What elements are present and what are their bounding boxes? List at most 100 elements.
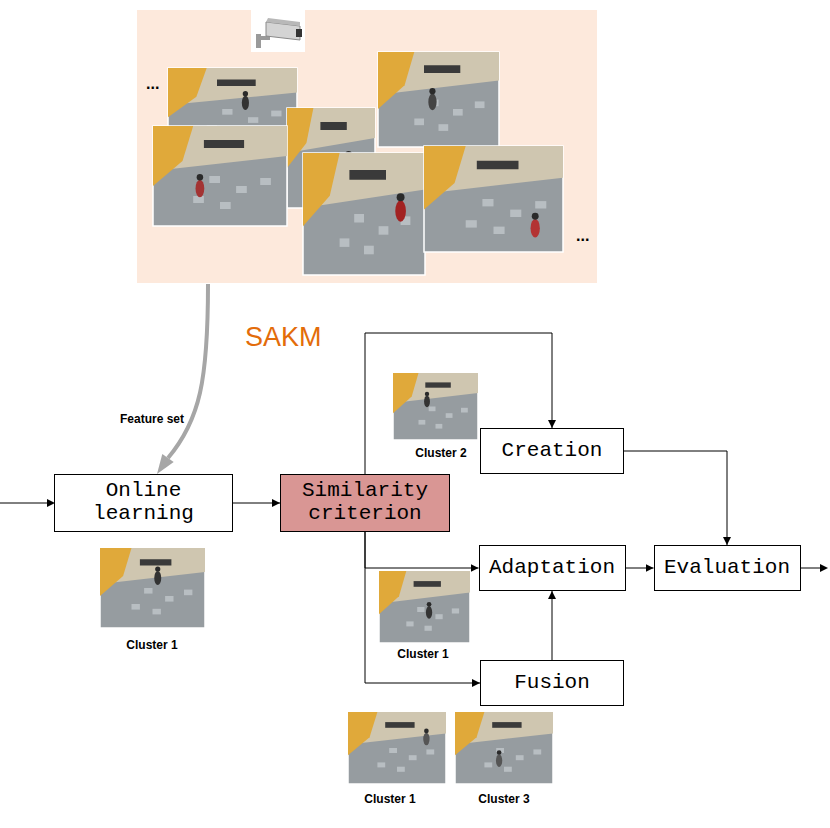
frame-wall — [378, 52, 499, 95]
frame-floor — [100, 548, 205, 628]
frame-desk — [424, 65, 460, 73]
process-box: Adaptation — [479, 545, 626, 591]
process-box: Online learning — [54, 474, 233, 532]
floor-tile — [207, 125, 217, 131]
floor-tile — [494, 227, 505, 234]
floor-tile — [236, 186, 247, 193]
floor-tile — [184, 590, 192, 596]
region-title: SAKM — [245, 323, 322, 353]
frame-wall — [393, 373, 419, 413]
frame-wall — [378, 52, 414, 109]
frame-wall — [424, 146, 466, 210]
frame-wall — [455, 712, 553, 744]
frame-desk — [425, 382, 451, 387]
person — [424, 396, 430, 408]
frame-floor — [378, 52, 499, 147]
frame-floor — [303, 153, 425, 275]
person — [426, 606, 432, 619]
floor-tile — [379, 226, 389, 235]
node-label: Evaluation — [664, 557, 790, 580]
frame-desk — [492, 722, 521, 728]
floor-tile — [401, 216, 411, 225]
floor-tile — [429, 407, 436, 412]
process-box: Fusion — [480, 660, 624, 706]
camera-icon — [251, 10, 305, 52]
camera-frame — [168, 68, 297, 150]
person — [155, 566, 160, 571]
frame-wall — [348, 712, 377, 755]
frame-floor — [455, 712, 553, 784]
person — [395, 200, 406, 221]
frame-wall — [100, 548, 205, 584]
source-panel — [137, 10, 597, 283]
frame-floor — [379, 571, 470, 643]
text-label: Cluster 1 — [364, 792, 415, 806]
floor-tile — [419, 420, 426, 425]
floor-tile — [439, 124, 449, 131]
floor-tile — [377, 762, 385, 767]
text-label: Feature set — [118, 412, 186, 426]
flow-arrow — [552, 591, 553, 660]
floor-tile — [417, 607, 424, 612]
person — [345, 151, 352, 158]
frame-wall — [379, 571, 406, 614]
floor-tile — [132, 604, 140, 610]
floor-tile — [340, 238, 350, 247]
camera-frame — [303, 153, 425, 275]
frame-desk — [349, 170, 386, 180]
frame-desk — [320, 122, 346, 130]
floor-tile — [466, 220, 477, 227]
floor-tile — [446, 413, 453, 418]
person — [425, 392, 429, 396]
text-label: Cluster 1 — [397, 647, 448, 661]
flow-arrow — [624, 451, 727, 545]
floor-tile — [409, 755, 417, 760]
frame-wall — [424, 146, 563, 194]
feature-arrowhead — [157, 454, 174, 474]
frame-wall — [348, 712, 446, 744]
floor-tile — [436, 424, 443, 429]
floor-tile — [406, 621, 413, 626]
frame-wall — [153, 126, 193, 186]
frame-wall — [168, 68, 297, 105]
camera-frame — [287, 108, 375, 208]
frame-desk — [204, 140, 244, 148]
person — [196, 180, 205, 198]
floor-tile — [354, 214, 364, 223]
floor-tile — [482, 199, 493, 206]
floor-tile — [313, 178, 320, 185]
floor-tile — [144, 588, 152, 594]
floor-tile — [222, 109, 232, 115]
person — [429, 88, 435, 94]
floor-tile — [397, 767, 405, 772]
frame-wall — [455, 712, 484, 755]
camera-frame — [393, 373, 478, 440]
floor-tile — [453, 109, 463, 116]
frame-wall — [100, 548, 132, 596]
person — [423, 733, 429, 746]
floor-tile — [271, 111, 281, 117]
frame-wall — [379, 571, 470, 603]
floor-tile — [516, 755, 524, 760]
floor-tile — [193, 196, 204, 203]
floor-tile — [429, 100, 439, 107]
floor-tile — [496, 748, 504, 753]
floor-tile — [461, 408, 468, 413]
node-label: Creation — [502, 440, 603, 463]
floor-tile — [452, 608, 459, 613]
frame-floor — [393, 373, 478, 440]
process-box: Similarity criterion — [280, 474, 450, 532]
floor-tile — [475, 101, 485, 108]
floor-tile — [220, 202, 231, 209]
floor-tile — [248, 117, 258, 123]
frame-wall — [303, 153, 425, 208]
person — [532, 213, 539, 220]
frame-floor — [153, 126, 287, 226]
input-arrow — [0, 503, 48, 504]
floor-tile — [260, 178, 271, 185]
text-label: ... — [576, 226, 589, 245]
person — [531, 219, 540, 238]
person — [154, 571, 161, 585]
flow-arrow — [626, 568, 654, 569]
person — [243, 91, 248, 96]
